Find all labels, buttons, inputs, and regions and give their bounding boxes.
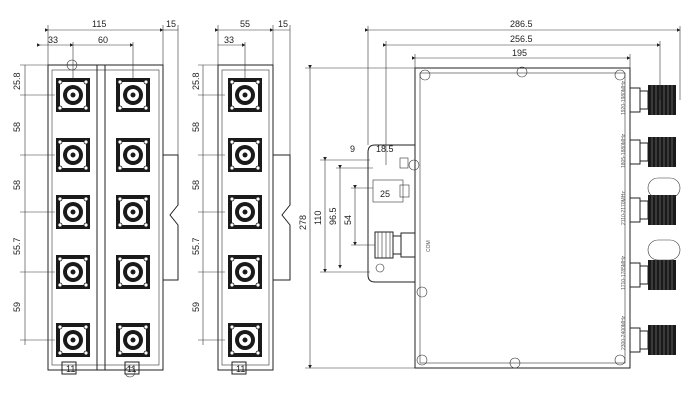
mounting-hole bbox=[419, 69, 431, 81]
mounting-hole bbox=[614, 354, 626, 366]
bracket-tab bbox=[399, 157, 409, 169]
dim-front-flange: 15 bbox=[166, 19, 176, 29]
connector bbox=[116, 195, 150, 229]
mounting-hole bbox=[416, 286, 428, 298]
side-bracket bbox=[647, 177, 681, 199]
port-label-5: 2300-2400MHz bbox=[621, 315, 627, 350]
side-connectors bbox=[228, 78, 262, 357]
mounting-hole bbox=[66, 59, 78, 71]
mounting-foot bbox=[61, 361, 77, 375]
port-label-1: 1920-1980MHz bbox=[621, 80, 627, 115]
dim-front-v4: 55.7 bbox=[12, 237, 22, 255]
connector bbox=[116, 323, 150, 357]
port-label-2: 1805-1880MHz bbox=[621, 133, 627, 168]
dim-side-flange: 15 bbox=[278, 19, 288, 29]
dim-bracket-9: 9 bbox=[350, 144, 355, 154]
mounting-foot bbox=[231, 361, 247, 375]
dim-front-v2: 58 bbox=[12, 122, 22, 132]
connector bbox=[228, 138, 262, 172]
side-view: 55 15 33 25.8 58 58 55.7 59 11 bbox=[191, 19, 291, 375]
dim-side-v4: 55.7 bbox=[191, 237, 201, 255]
dim-front-width: 115 bbox=[92, 19, 106, 29]
port-label-3: 2110-2170MHz bbox=[621, 191, 627, 225]
dim-front-bottom-right: 11 bbox=[127, 364, 136, 374]
dim-front-bottom-left: 11 bbox=[66, 364, 75, 374]
connector bbox=[56, 78, 90, 112]
dim-side-v3: 58 bbox=[191, 180, 201, 190]
side-bracket bbox=[647, 239, 681, 261]
dim-top-total: 286.5 bbox=[510, 19, 533, 29]
dim-front-v1: 25.8 bbox=[12, 72, 22, 90]
mounting-hole bbox=[509, 357, 521, 369]
connector bbox=[116, 138, 150, 172]
com-label: COM bbox=[426, 240, 432, 252]
output-connector bbox=[629, 137, 676, 167]
output-connector bbox=[629, 85, 676, 115]
top-view: COM 1920-1980MHz 1805-1880MHz 2110-2170M… bbox=[298, 19, 681, 369]
dim-top-connector-span: 256.5 bbox=[510, 34, 533, 44]
output-connectors bbox=[629, 85, 676, 355]
dim-side-width: 55 bbox=[240, 19, 250, 29]
dim-side-bottom: 11 bbox=[236, 364, 245, 374]
mounting-foot bbox=[124, 361, 140, 375]
dim-side-v1: 25.8 bbox=[191, 72, 201, 90]
mounting-hole bbox=[516, 66, 528, 78]
output-connector bbox=[629, 325, 676, 355]
dim-bracket-25: 25 bbox=[380, 189, 390, 199]
dim-bracket-18: 18.5 bbox=[376, 144, 394, 154]
dim-side-v5: 59 bbox=[191, 302, 201, 312]
dim-side-v2: 58 bbox=[191, 122, 201, 132]
bracket-plate bbox=[372, 179, 404, 203]
connector bbox=[56, 138, 90, 172]
dim-front-pitch: 60 bbox=[98, 35, 108, 45]
com-connector bbox=[374, 231, 416, 259]
connector bbox=[116, 255, 150, 289]
mounting-hole bbox=[408, 159, 420, 171]
front-view: 115 15 33 60 25.8 58 58 55.7 59 11 11 bbox=[12, 19, 179, 378]
connector bbox=[228, 323, 262, 357]
connector bbox=[228, 78, 262, 112]
dim-front-offset: 33 bbox=[48, 35, 58, 45]
connector bbox=[56, 255, 90, 289]
port-label-4: 1710-1785MHz bbox=[621, 255, 627, 290]
dim-top-body: 195 bbox=[512, 48, 527, 58]
front-connectors bbox=[56, 78, 150, 357]
dim-top-height: 278 bbox=[298, 215, 308, 230]
connector bbox=[116, 78, 150, 112]
dim-side-offset: 33 bbox=[224, 35, 234, 45]
dim-front-v3: 58 bbox=[12, 180, 22, 190]
mounting-hole bbox=[416, 354, 428, 366]
mounting-hole bbox=[124, 366, 136, 378]
mounting-hole bbox=[614, 69, 626, 81]
mounting-hole bbox=[375, 263, 385, 273]
connector bbox=[56, 323, 90, 357]
dim-top-96: 96.5 bbox=[328, 207, 338, 225]
dim-front-v5: 59 bbox=[12, 302, 22, 312]
output-connector bbox=[629, 260, 676, 290]
dim-top-110: 110 bbox=[313, 211, 323, 225]
connector bbox=[228, 195, 262, 229]
output-connector bbox=[629, 195, 676, 225]
connector bbox=[228, 255, 262, 289]
bracket-tab bbox=[399, 184, 410, 198]
dim-top-54: 54 bbox=[343, 215, 353, 225]
connector bbox=[56, 195, 90, 229]
